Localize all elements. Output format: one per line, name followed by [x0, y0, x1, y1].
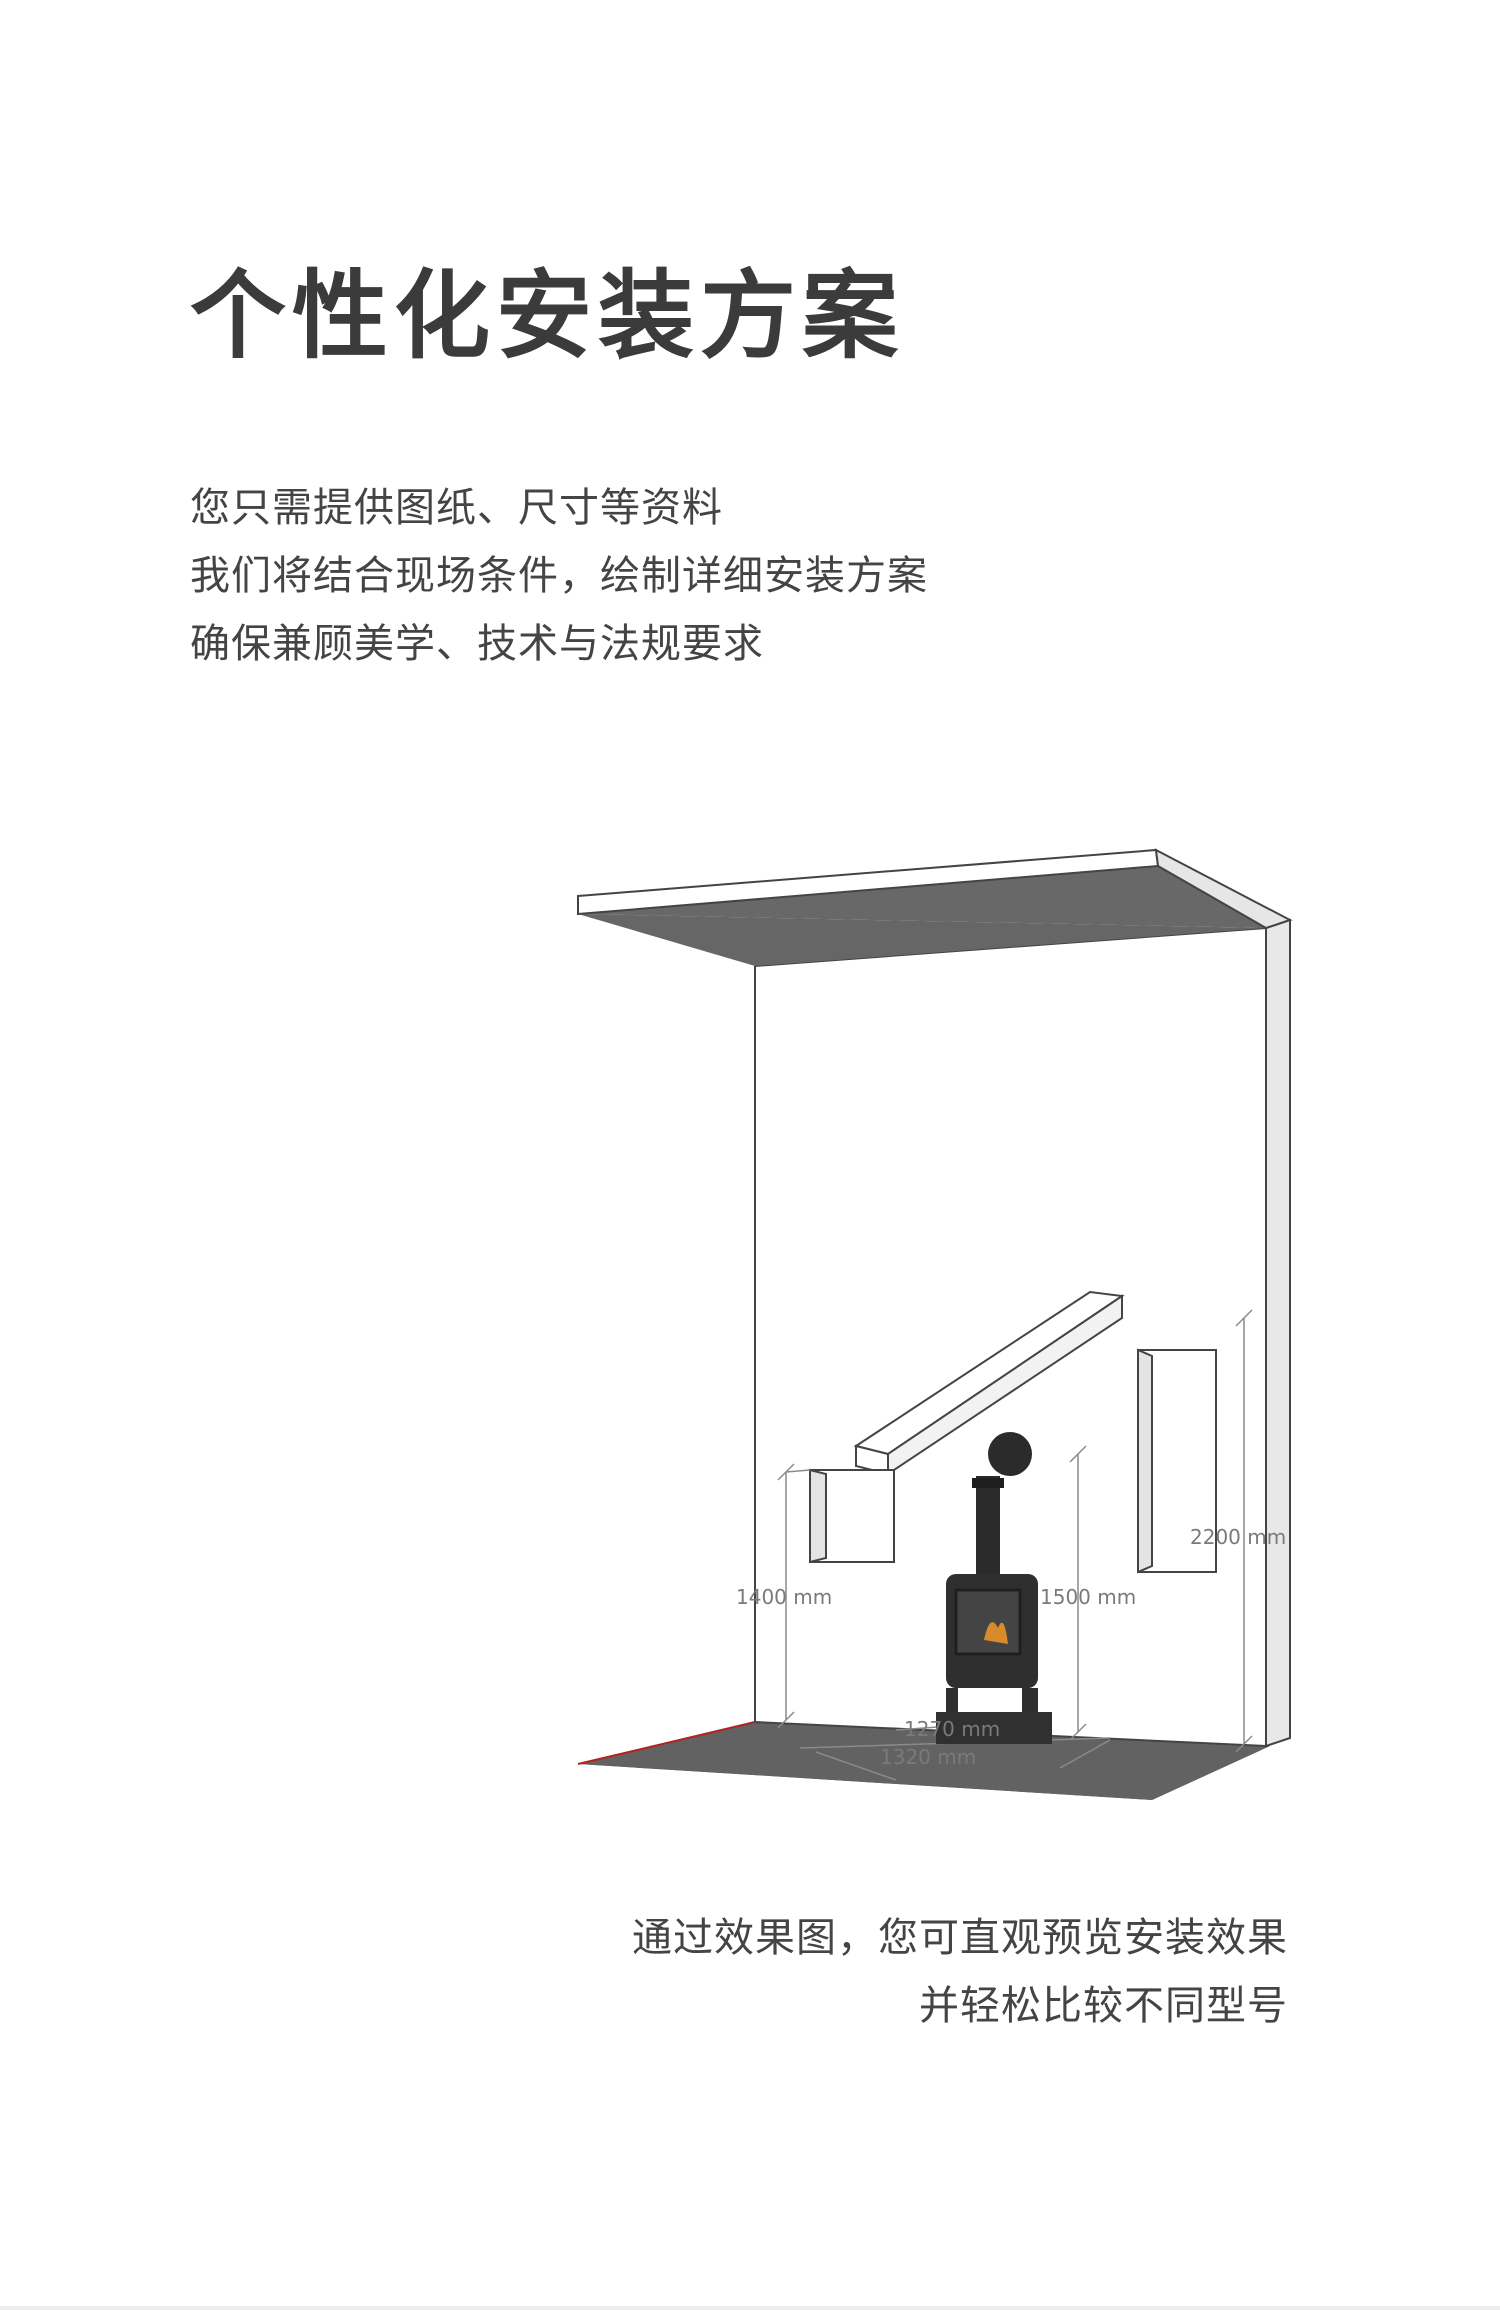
flue-pipe	[976, 1476, 1000, 1576]
floor-plane	[578, 1722, 1270, 1800]
ceiling-underside-2	[578, 866, 1266, 928]
caption-text: 通过效果图，您可直观预览安装效果 并轻松比较不同型号	[632, 1904, 1288, 2040]
intro-line: 您只需提供图纸、尺寸等资料	[190, 485, 723, 531]
sloped-shelf-face	[887, 1294, 1123, 1476]
intro-line: 确保兼顾美学、技术与法规要求	[190, 621, 764, 667]
stove-plinth	[936, 1712, 1052, 1744]
page-title: 个性化安装方案	[190, 260, 904, 372]
intro-text: 您只需提供图纸、尺寸等资料 我们将结合现场条件，绘制详细安装方案 确保兼顾美学、…	[190, 474, 928, 678]
stove-window	[954, 1588, 1022, 1656]
ceiling-underside	[578, 914, 1266, 966]
caption-line: 通过效果图，您可直观预览安装效果	[632, 1915, 1288, 1961]
dimension-center-height: 1500 mm	[1040, 1585, 1136, 1609]
dimension-depth: 1270 mm	[904, 1717, 1000, 1741]
bottom-divider	[0, 2306, 1500, 2310]
right-wall-edge	[1265, 918, 1291, 1748]
right-window-reveal	[1137, 1348, 1153, 1574]
dimension-right-height: 2200 mm	[1190, 1525, 1286, 1549]
flue-elbow	[988, 1432, 1032, 1476]
flame	[984, 1622, 1008, 1644]
flue-pipe-joint	[972, 1478, 1004, 1488]
dimension-floor-width: 1320 mm	[880, 1745, 976, 1769]
intro-line: 我们将结合现场条件，绘制详细安装方案	[190, 553, 928, 599]
left-window-reveal	[809, 1468, 827, 1564]
dimension-left-height: 1400 mm	[736, 1585, 832, 1609]
ceiling-slab-side	[1154, 848, 1293, 930]
floor-front-edge	[577, 1721, 756, 1765]
caption-line: 并轻松比较不同型号	[919, 1983, 1288, 2029]
wood-stove	[936, 1432, 1052, 1744]
